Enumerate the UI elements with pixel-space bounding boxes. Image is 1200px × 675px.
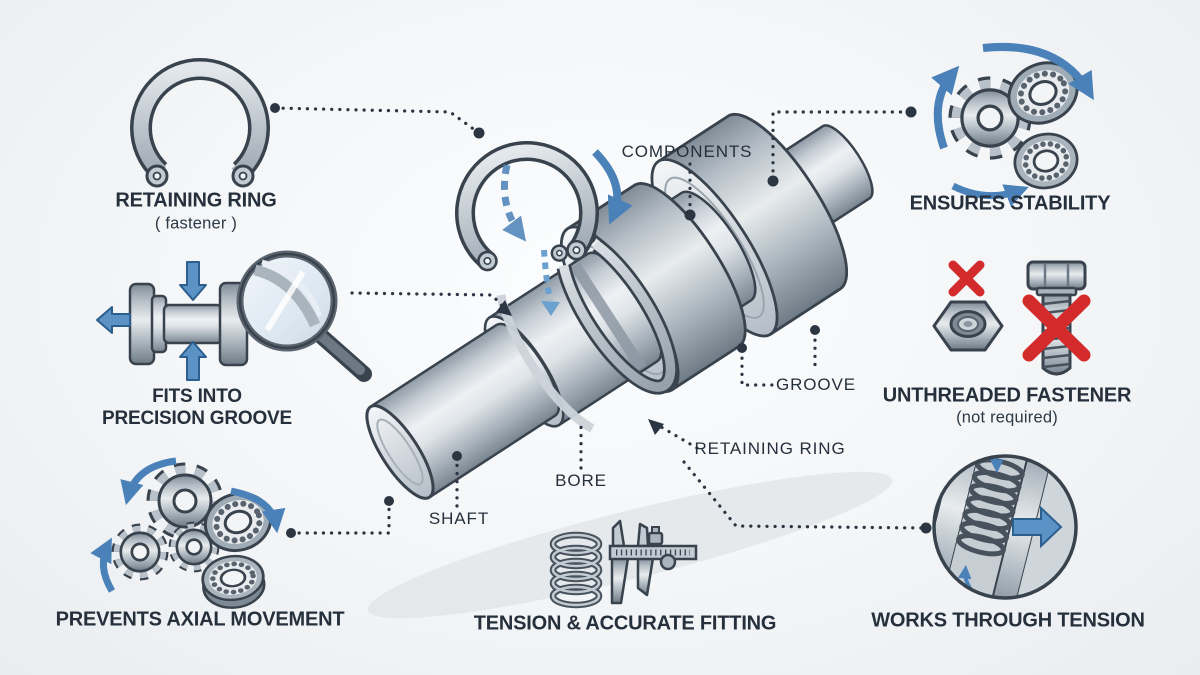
callout-works-tension: WORKS THROUGH TENSION <box>871 609 1145 632</box>
rotation-arrows <box>931 43 1094 207</box>
diagram-label-retaining-ring: RETAINING RING <box>694 439 846 458</box>
unthreaded-fastener-icon <box>932 260 1091 376</box>
bolt-icon <box>1026 260 1087 376</box>
diagram-label-bore: BORE <box>555 471 607 490</box>
connector-ring-to-shaft <box>273 106 481 135</box>
ensures-stability-icon <box>931 43 1094 207</box>
connector-arrowhead <box>648 419 664 435</box>
retaining-ring-icon <box>130 58 270 198</box>
callout-fits-line1: FITS INTO <box>152 386 242 407</box>
callout-unthreaded-subtitle: (not required) <box>956 408 1058 427</box>
connector-to-tension <box>682 460 923 530</box>
x-mark-icon <box>948 260 985 297</box>
bearing-icon <box>201 554 266 609</box>
caliper-icon <box>608 519 698 605</box>
tension-arrow <box>1012 505 1063 549</box>
callout-tension-fitting: TENSION & ACCURATE FITTING <box>473 612 777 635</box>
prevents-axial-icon <box>90 457 286 609</box>
spring-in-groove <box>956 457 1025 557</box>
bearing-icon <box>1013 132 1079 190</box>
tension-fitting-icon <box>549 519 698 609</box>
callout-retaining-ring-subtitle: ( fastener ) <box>154 214 238 233</box>
diagram-label-shaft: SHAFT <box>428 509 490 528</box>
x-mark-icon <box>1022 294 1091 362</box>
install-direction-arrows <box>501 149 633 316</box>
pressure-arrows <box>96 261 207 381</box>
callout-retaining-ring-title: RETAINING RING <box>115 189 277 212</box>
callout-fits-line2: PRECISION GROOVE <box>101 408 293 429</box>
diagram-label-components: COMPONENTS <box>621 142 753 161</box>
connector-gears-to-shaft <box>289 502 391 535</box>
rotation-arrows <box>90 457 286 593</box>
callout-unthreaded-title: UNTHREADED FASTENER <box>882 384 1132 407</box>
bearing-icon <box>1007 61 1079 125</box>
connector-magnifier-to-shaft <box>350 291 508 312</box>
hex-nut-icon <box>932 300 1004 352</box>
gear-icon <box>111 523 169 581</box>
bearing-icon <box>203 491 273 553</box>
connector-retaining-ring-label <box>654 422 699 450</box>
floating-retaining-ring <box>455 141 599 285</box>
callout-prevents-axial: PREVENTS AXIAL MOVEMENT <box>55 608 345 631</box>
diagram-label-groove: GROOVE <box>775 375 857 394</box>
callout-ensures-stability: ENSURES STABILITY <box>909 192 1111 215</box>
shaft-assembly-illustration <box>365 112 874 500</box>
magnifier-icon <box>236 250 372 382</box>
connector-arrowhead <box>496 300 512 316</box>
connector-endpoints <box>270 103 932 538</box>
half-installed-ring <box>495 260 624 438</box>
spring-icon <box>549 531 603 609</box>
connector-groove-left <box>740 348 775 387</box>
works-tension-icon <box>932 454 1078 600</box>
precision-groove-icon <box>96 250 372 382</box>
shaft-groove <box>570 262 647 371</box>
gear-icon <box>168 521 220 573</box>
